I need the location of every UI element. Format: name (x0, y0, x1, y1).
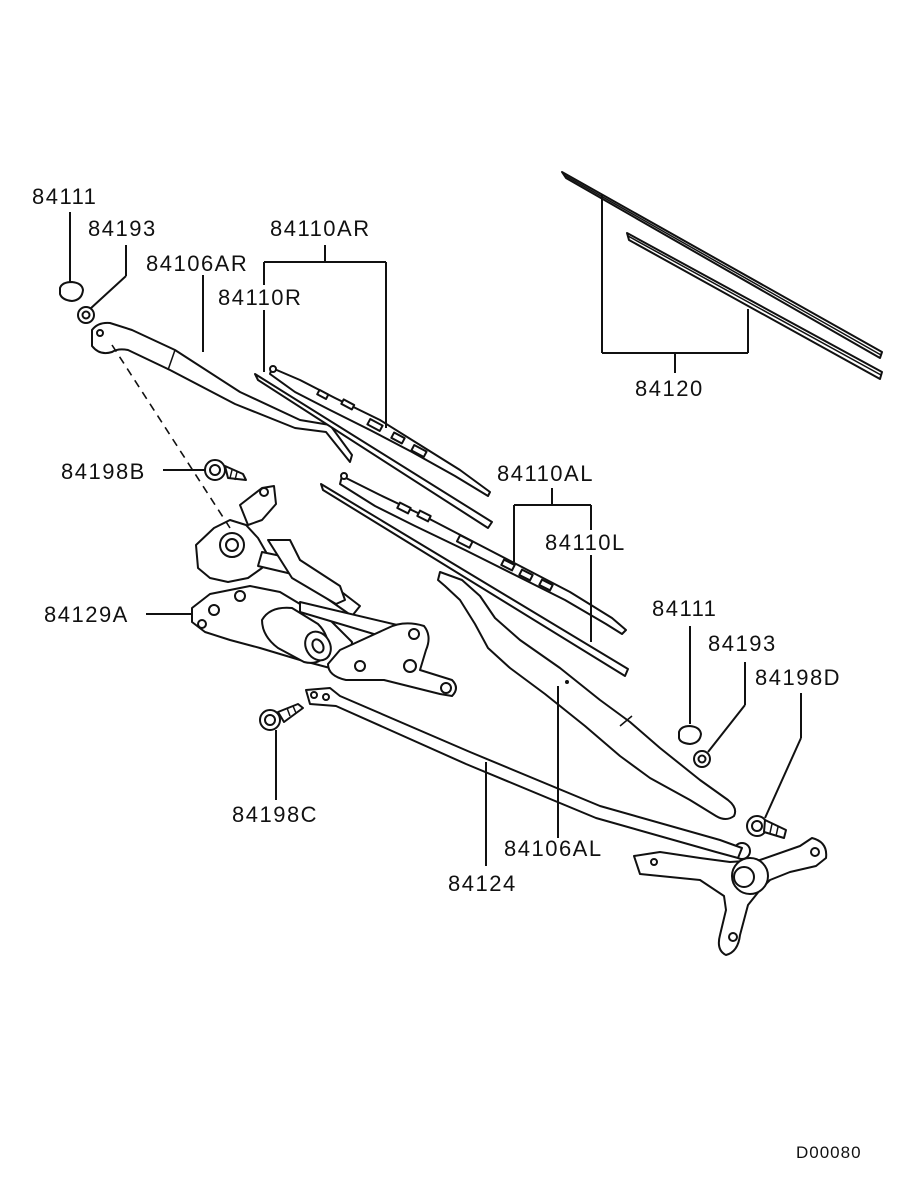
drawing-code: D00080 (796, 1143, 862, 1162)
label-84198B: 84198B (61, 459, 146, 484)
label-84120: 84120 (635, 376, 704, 401)
label-84110AL: 84110AL (497, 461, 594, 486)
label-84193-right: 84193 (708, 631, 777, 656)
alignment-dashed-line (111, 344, 231, 529)
right-wiper-blade-part[interactable] (254, 365, 493, 529)
leader-lines (69, 195, 802, 866)
label-84129A: 84129A (44, 602, 129, 627)
label-84106AR: 84106AR (146, 251, 248, 276)
bolt-84198C-part[interactable] (259, 703, 304, 731)
label-84106AL: 84106AL (504, 836, 603, 861)
label-84110R: 84110R (218, 285, 302, 310)
label-84110AR: 84110AR (270, 216, 371, 241)
label-84110L: 84110L (545, 530, 626, 555)
label-84198D: 84198D (755, 665, 841, 690)
bolt-84198B-part[interactable] (204, 459, 247, 481)
cap-left-side-part[interactable] (678, 725, 702, 745)
label-84193-top: 84193 (88, 216, 157, 241)
label-84111-right: 84111 (652, 596, 717, 621)
label-84124: 84124 (448, 871, 517, 896)
right-wiper-arm-part[interactable] (91, 321, 353, 463)
nut-left-side-part[interactable] (693, 750, 711, 768)
label-84111-top: 84111 (32, 184, 97, 209)
cap-right-side-part[interactable] (59, 281, 84, 302)
left-wiper-arm-part[interactable] (437, 571, 737, 820)
connecting-rod-part[interactable] (305, 687, 743, 859)
blade-refill-short-part[interactable] (626, 232, 883, 380)
left-wiper-blade-part[interactable] (320, 472, 629, 677)
label-84198C: 84198C (232, 802, 318, 827)
bolt-84198D-part[interactable] (746, 815, 787, 839)
blade-refill-long-part[interactable] (561, 171, 883, 359)
nut-right-side-part[interactable] (77, 306, 95, 324)
